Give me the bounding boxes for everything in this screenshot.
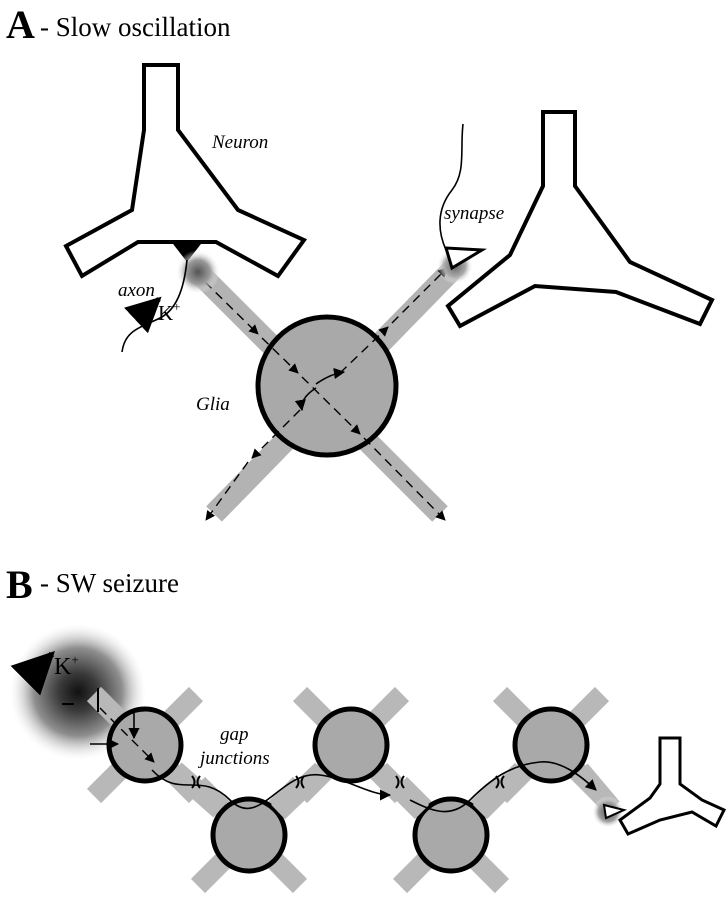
neuron-left: [63, 63, 308, 279]
k-label-a: K+: [158, 299, 181, 325]
glia-b2: [210, 796, 288, 874]
curve-arrow-1: [315, 367, 346, 385]
synapse-terminal: [443, 246, 487, 271]
gj-band-1: [168, 762, 227, 818]
k-release-label-b: K+: [10, 651, 79, 696]
axon-hillock: [170, 240, 204, 262]
dash-arrow-8: [205, 461, 249, 521]
gap-junction-icon-3: [395, 775, 405, 789]
k-label-a-sup: +: [173, 299, 180, 314]
k-diffusion-paths-a: [204, 267, 448, 521]
glia-b4: [412, 796, 490, 874]
glia-b1: [106, 706, 184, 784]
presynaptic-axon: [439, 123, 464, 251]
neuron-b: [618, 736, 727, 836]
panel-b-title: - SW seizure: [40, 568, 179, 598]
gj-band-2: [271, 762, 329, 820]
label-gap: gap: [220, 724, 249, 745]
k-entry-arrows-b: [62, 688, 155, 763]
k-label-b-text: K: [54, 654, 72, 680]
k-wave-path-2: [409, 761, 597, 813]
dash-arrow-2: [261, 337, 299, 374]
dash-arrow-5: [339, 326, 389, 374]
k-release-label-a: K+: [124, 296, 181, 334]
glia-b5: [512, 706, 590, 784]
glia-b3: [312, 706, 390, 784]
panel-a: A - Slow oscillation: [6, 2, 715, 522]
panel-a-letter: A: [6, 2, 35, 47]
panel-a-title: - Slow oscillation: [40, 12, 231, 42]
gj-band-3: [372, 762, 430, 820]
neuron-right: [445, 110, 715, 329]
label-neuron: Neuron: [211, 132, 268, 153]
panel-b: B - SW seizure: [6, 562, 727, 894]
dash-arrow-6: [391, 267, 448, 324]
k-arrow-icon-b: [10, 651, 55, 696]
gap-junction-icon-1: [191, 775, 201, 789]
dash-arrow-3: [301, 376, 361, 435]
gj-band-4: [472, 762, 530, 820]
glia-cell-a: [255, 314, 399, 458]
label-synapse: synapse: [444, 203, 504, 224]
label-glia: Glia: [196, 394, 230, 415]
k-label-b-sup: +: [71, 652, 78, 667]
gap-junction-bands: [168, 762, 620, 820]
k-wave-path-1: [151, 769, 392, 810]
k-arrow-icon: [124, 296, 162, 334]
synapse-terminal-b: [602, 803, 628, 820]
label-axon: axon: [118, 280, 155, 301]
panel-b-letter: B: [6, 562, 33, 607]
k-label-b: K+: [54, 652, 79, 680]
label-junctions: junctions: [197, 748, 270, 769]
b-dash-arrow: [99, 707, 155, 763]
k-label-a-text: K: [158, 301, 173, 325]
gap-junction-symbols: [191, 775, 505, 789]
curve-arrow-2: [294, 387, 317, 412]
dash-arrow-7: [251, 409, 301, 459]
dash-arrow-1: [204, 281, 259, 335]
dash-arrow-4: [363, 437, 446, 521]
